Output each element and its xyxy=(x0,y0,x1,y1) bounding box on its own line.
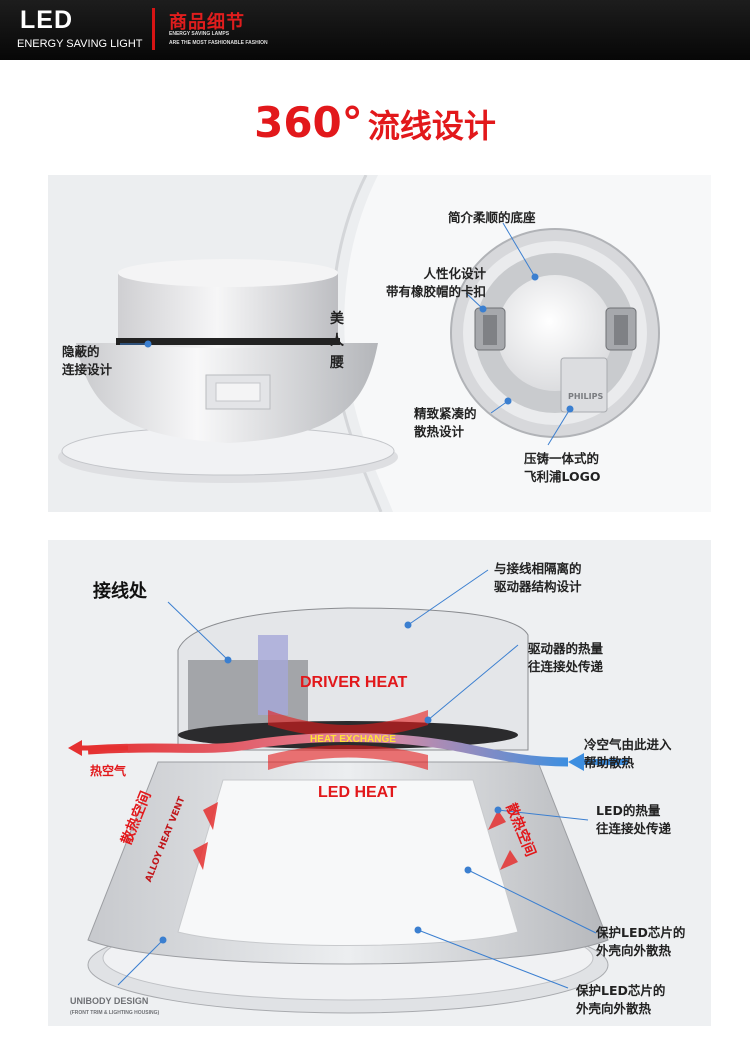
title-text: 流线设计 xyxy=(367,107,496,145)
header-divider xyxy=(152,8,155,50)
header-subline-1: ENERGY SAVING LAMPS xyxy=(169,31,230,37)
product-views-illustration xyxy=(58,175,711,512)
brand-logo: PHILIPS xyxy=(568,392,604,401)
title-number: 360° xyxy=(254,98,363,147)
callout-protect-1: 保护LED芯片的 外壳向外散热 xyxy=(596,925,686,958)
lamp-bottom-view xyxy=(450,228,660,438)
panel2-callout-lines xyxy=(117,569,597,989)
callout-logo: 压铸一体式的 飞利浦LOGO xyxy=(524,451,601,484)
driver-heat-label: DRIVER HEAT xyxy=(300,674,408,691)
led-heat-label: LED HEAT xyxy=(318,784,397,801)
product-views-panel: 隐蔽的 连接设计 美 人 腰 简介柔顺的底座 人性化设计 带有橡胶帽的卡扣 精致… xyxy=(48,175,711,512)
hot-air-label: 热空气 xyxy=(90,764,127,778)
callout-protect-2: 保护LED芯片的 外壳向外散热 xyxy=(576,983,666,1016)
lamp-side-view xyxy=(58,259,398,483)
page-title: 360° 流线设计 xyxy=(0,98,750,147)
header-subline-2: ARE THE MOST FASHIONABLE FASHION xyxy=(169,40,268,46)
header-banner: LED ENERGY SAVING LIGHT 商品细节 ENERGY SAVI… xyxy=(0,0,750,60)
callout-hidden-connection: 隐蔽的 连接设计 xyxy=(62,344,113,377)
unibody-design-label: UNIBODY DESIGN (FRONT TRIM & LIGHTING HO… xyxy=(70,996,160,1016)
wiring-label: 接线处 xyxy=(93,581,147,602)
callout-base: 简介柔顺的底座 xyxy=(448,210,536,225)
callout-led-heat: LED的热量 往连接处传递 xyxy=(596,803,672,836)
header-energy-saving-light: ENERGY SAVING LIGHT xyxy=(17,38,143,50)
callout-driver-separation: 与接线相隔离的 驱动器结构设计 xyxy=(494,561,582,594)
callout-clip: 人性化设计 带有橡胶帽的卡扣 xyxy=(385,266,486,299)
panel1-callout-lines xyxy=(120,222,574,446)
cutaway-panel: 接线处 与接线相隔离的 驱动器结构设计 驱动器的热量 往连接处传递 冷空气由此进… xyxy=(48,540,711,1026)
callout-heat-design: 精致紧凑的 散热设计 xyxy=(414,406,477,439)
side-label-waist: 美 人 腰 xyxy=(330,311,344,371)
header-section-title: 商品细节 xyxy=(169,12,245,33)
callout-cold-air: 冷空气由此进入 帮助散热 xyxy=(584,737,672,770)
heat-exchange-label: HEAT EXCHANGE xyxy=(310,734,396,745)
callout-driver-heat: 驱动器的热量 往连接处传递 xyxy=(528,641,604,674)
cutaway-illustration xyxy=(68,569,628,1014)
header-led: LED xyxy=(20,6,73,34)
